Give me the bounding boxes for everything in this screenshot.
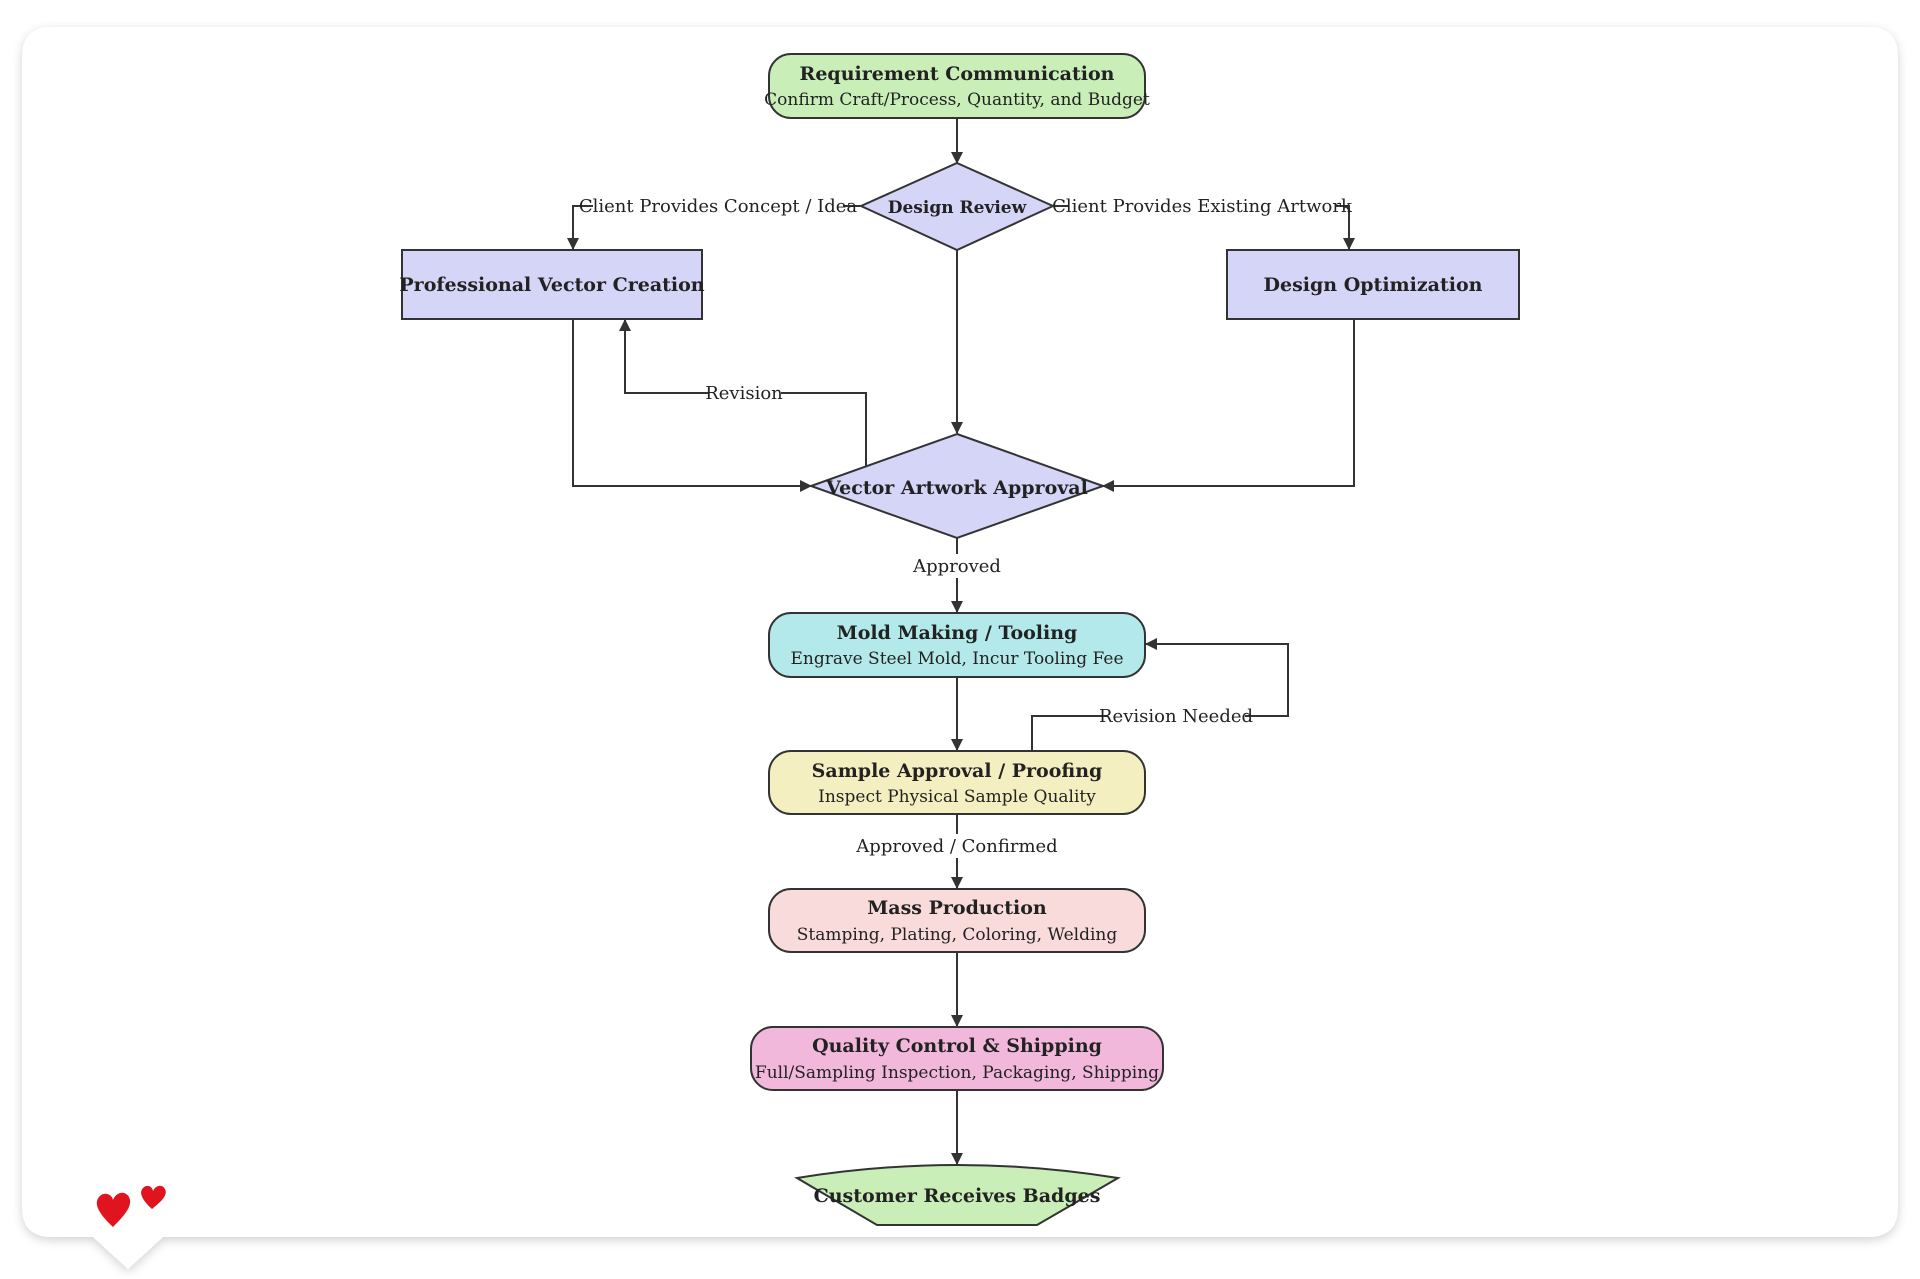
label-revision: Revision [705, 383, 783, 404]
node-shape-mold-making [768, 612, 1146, 678]
node-design-optimization: Design Optimization [1226, 249, 1520, 320]
node-shape-design-optimization [1226, 249, 1520, 320]
node-requirement-communication: Requirement Communication Confirm Craft/… [764, 53, 1150, 119]
node-title-vector-creation: Professional Vector Creation [399, 274, 704, 296]
node-shape-requirement [768, 53, 1146, 119]
node-vector-creation: Professional Vector Creation [399, 249, 705, 320]
node-sub-sample-approval: Inspect Physical Sample Quality [818, 787, 1096, 807]
label-existing: Client Provides Existing Artwork [1052, 196, 1353, 217]
node-title-requirement: Requirement Communication [800, 63, 1115, 85]
node-title-customer-receives: Customer Receives Badges [814, 1185, 1101, 1207]
node-shape-mass-production [768, 888, 1146, 953]
hearts-icon [96, 1185, 166, 1227]
node-title-design-review: Design Review [888, 198, 1027, 218]
edge-sample-revision-loop [1031, 638, 1289, 750]
edge-vector-creation-to-approval [572, 319, 812, 492]
node-customer-receives: Customer Receives Badges [794, 1164, 1121, 1226]
node-mass-production: Mass Production Stamping, Plating, Color… [768, 888, 1146, 953]
node-shape-customer-receives [794, 1164, 1121, 1226]
node-title-quality-control: Quality Control & Shipping [812, 1035, 1102, 1057]
node-title-mold-making: Mold Making / Tooling [837, 622, 1078, 644]
edges [567, 119, 1355, 1165]
edge-labels: Client Provides Concept / Idea Client Pr… [579, 194, 1353, 858]
node-shape-sample-approval [768, 750, 1146, 815]
node-sub-mold-making: Engrave Steel Mold, Incur Tooling Fee [790, 649, 1123, 669]
node-quality-control: Quality Control & Shipping Full/Sampling… [750, 1026, 1164, 1091]
node-sub-mass-production: Stamping, Plating, Coloring, Welding [797, 925, 1118, 945]
label-approved-confirmed: Approved / Confirmed [855, 836, 1057, 857]
node-shape-quality-control [750, 1026, 1164, 1091]
node-sub-quality-control: Full/Sampling Inspection, Packaging, Shi… [755, 1063, 1159, 1083]
label-concept: Client Provides Concept / Idea [579, 196, 858, 217]
node-shape-design-review [858, 161, 1056, 252]
node-shape-artwork-approval [808, 432, 1106, 540]
node-artwork-approval: Vector Artwork Approval [808, 432, 1106, 540]
node-title-design-optimization: Design Optimization [1264, 274, 1483, 296]
node-title-artwork-approval: Vector Artwork Approval [825, 477, 1088, 499]
label-revision-needed: Revision Needed [1099, 706, 1253, 727]
label-approved: Approved [912, 556, 1001, 577]
node-design-review: Design Review [858, 161, 1056, 252]
node-mold-making: Mold Making / Tooling Engrave Steel Mold… [768, 612, 1146, 678]
edge-optimization-to-approval [1102, 319, 1355, 492]
heart-small-icon [141, 1185, 166, 1209]
node-title-sample-approval: Sample Approval / Proofing [812, 760, 1103, 782]
heart-large-icon [96, 1192, 131, 1227]
node-title-mass-production: Mass Production [867, 897, 1047, 919]
node-sub-requirement: Confirm Craft/Process, Quantity, and Bud… [764, 90, 1150, 110]
node-shape-vector-creation [401, 249, 703, 320]
node-sample-approval: Sample Approval / Proofing Inspect Physi… [768, 750, 1146, 815]
